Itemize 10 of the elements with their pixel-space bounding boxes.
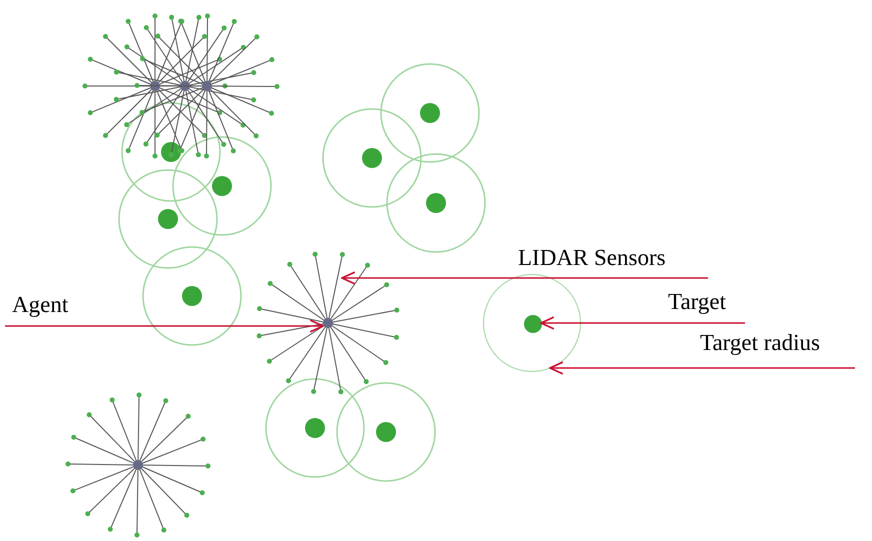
leader-line (341, 271, 708, 285)
agent-hub (323, 318, 333, 328)
callout-label: LIDAR Sensors (518, 246, 666, 269)
callout-label: Agent (12, 293, 68, 316)
callout-label: Target (668, 290, 726, 313)
leader-line (540, 316, 745, 330)
target-radius-ring (483, 274, 581, 372)
callout-label: Target radius (700, 331, 820, 354)
leader-line (5, 319, 324, 333)
leader-line (549, 361, 855, 375)
